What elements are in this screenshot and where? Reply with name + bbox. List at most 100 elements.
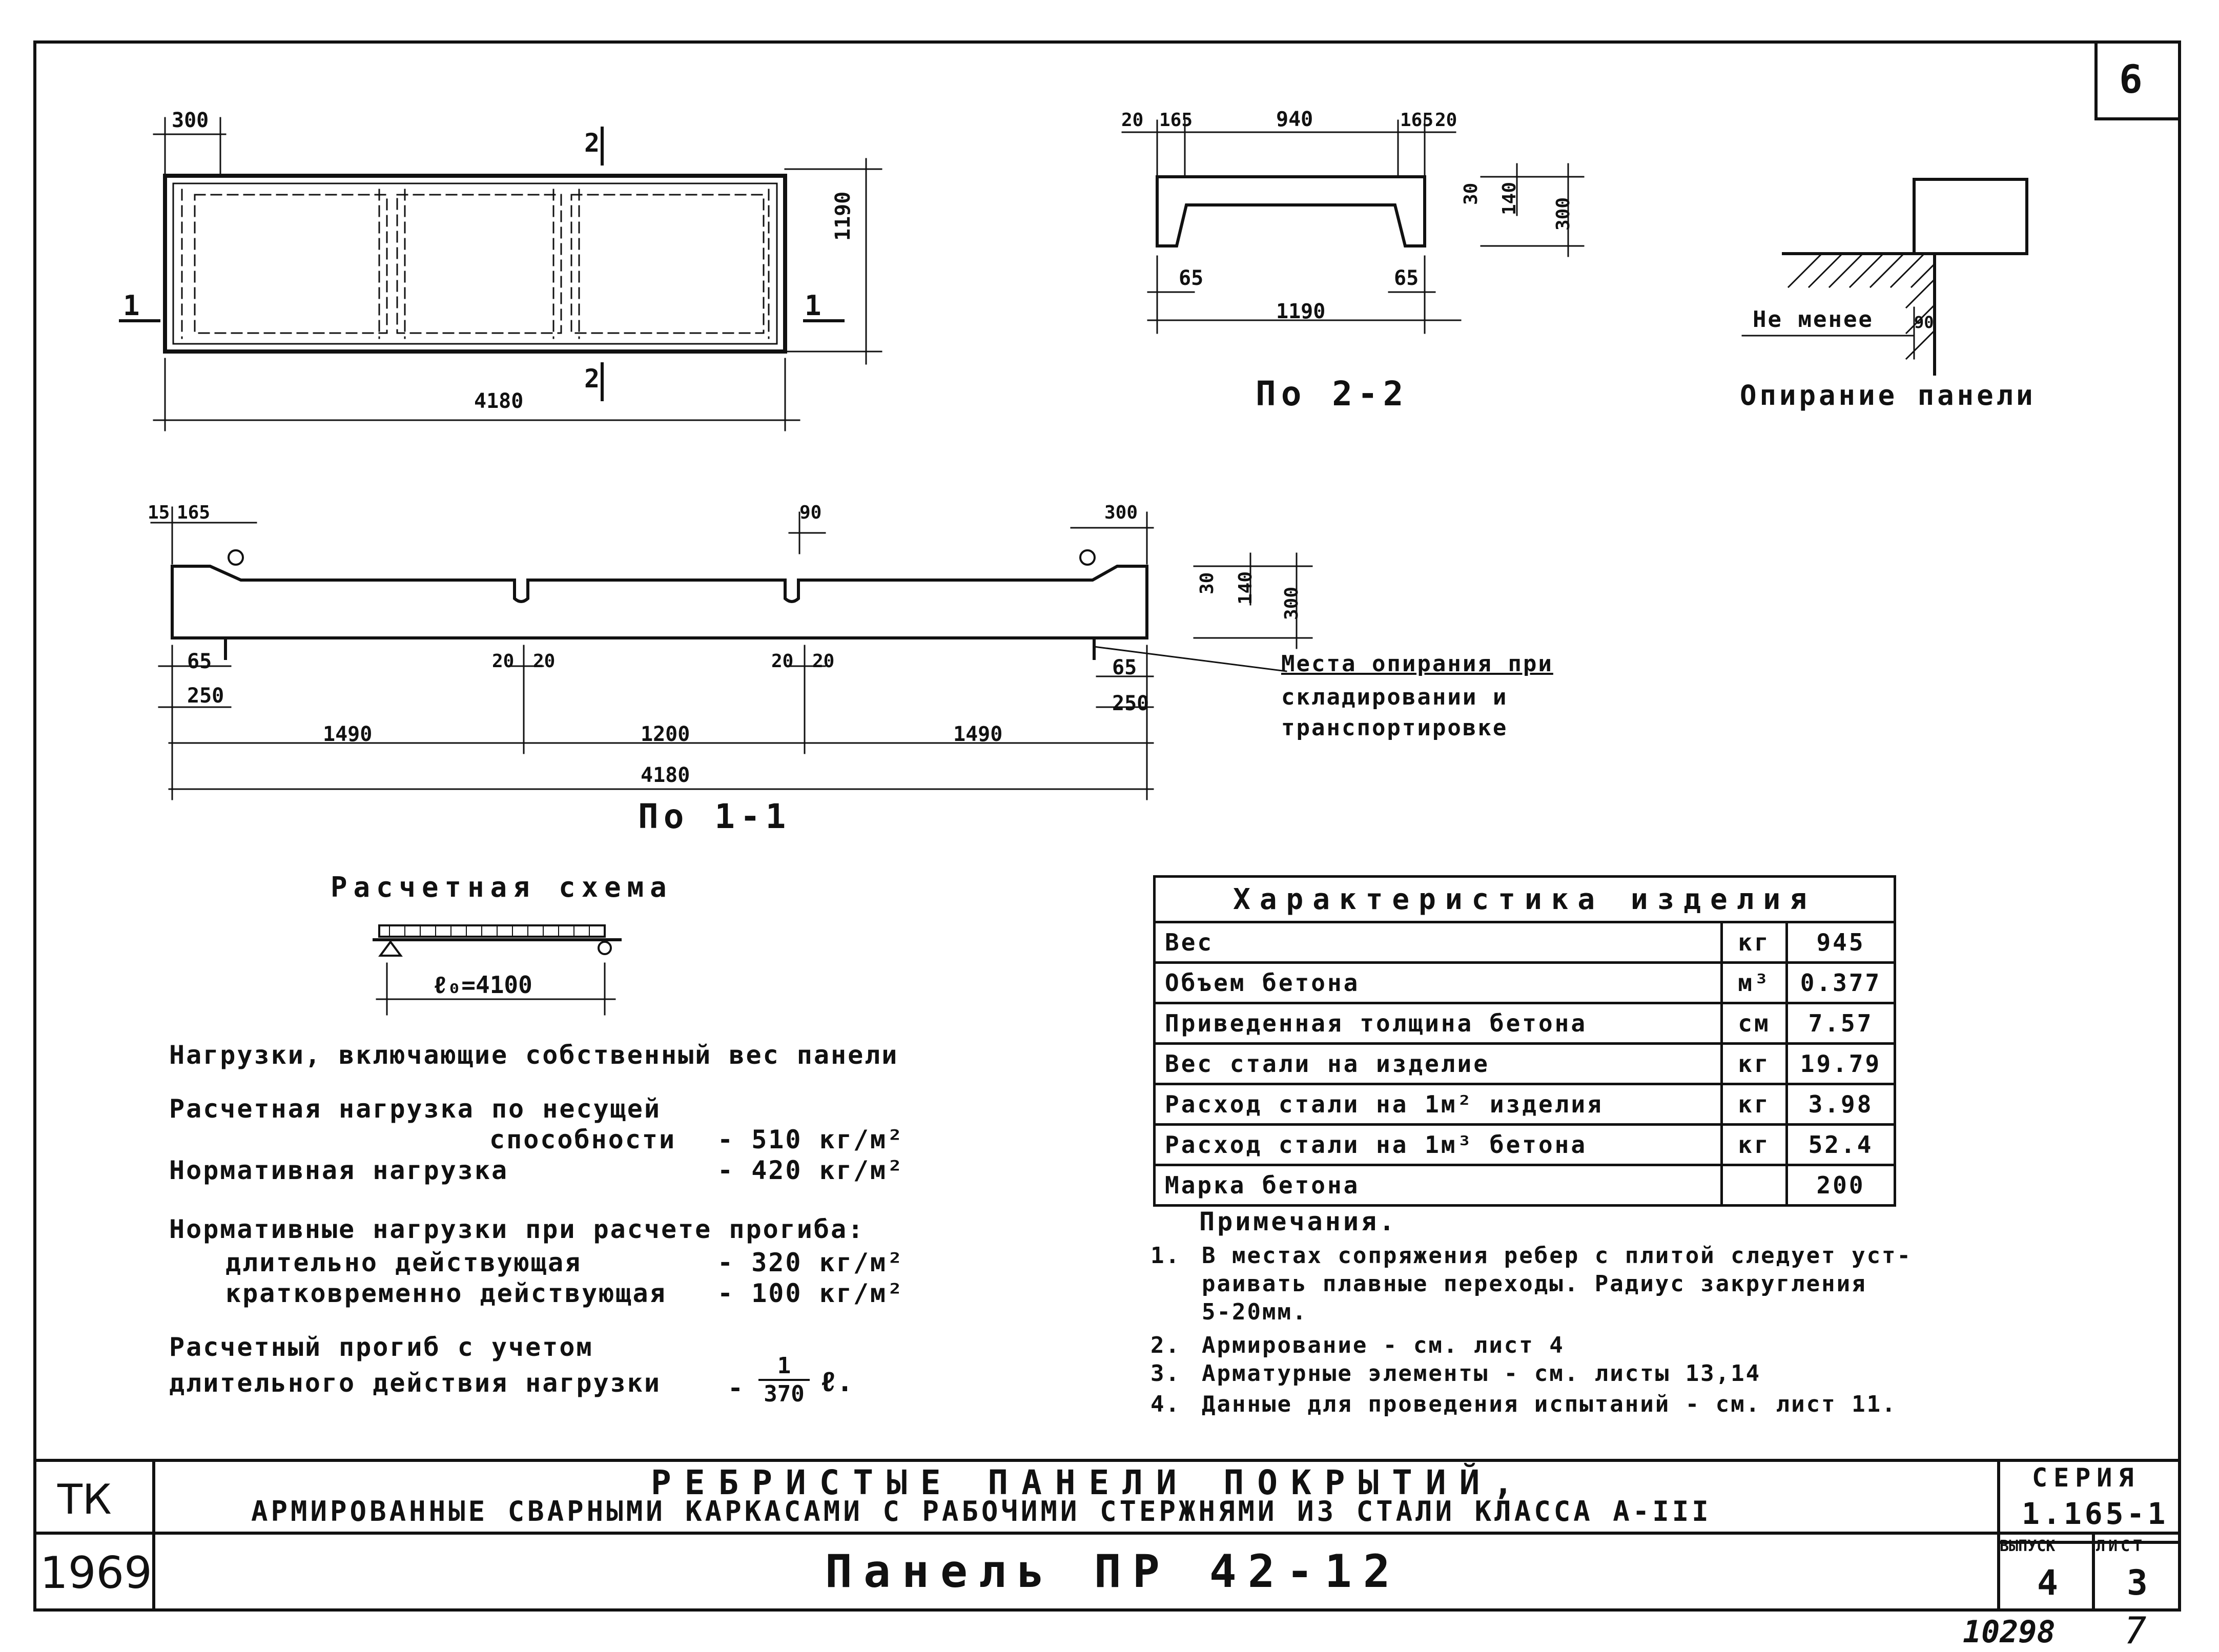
archive-number: 10298: [1963, 1614, 2056, 1650]
s22-caption: По 2-2: [1256, 374, 1409, 414]
section-1-1: [150, 506, 1313, 800]
page-number: 7: [2124, 1609, 2147, 1652]
s11-rib1-left: 20: [492, 651, 515, 672]
org-code: ТК: [57, 1476, 112, 1523]
plan-section-mark-right: 1: [805, 290, 821, 322]
loads-heading: Нагрузки, включающие собственный вес пан…: [169, 1040, 899, 1070]
s11-height-2: 140: [1235, 571, 1256, 605]
row-value: 19.79: [1785, 1042, 1896, 1085]
row-name: Вес: [1153, 921, 1723, 964]
table-row: Марка бетона 200: [1153, 1164, 1896, 1207]
row-unit: кг: [1720, 1123, 1788, 1166]
issue-label: ВЫПУСК: [2000, 1537, 2056, 1555]
s22-dim-2: 165: [1159, 110, 1193, 131]
note-4: Данные для проведения испытаний - см. ли…: [1202, 1391, 1897, 1417]
s11-dim-15: 15: [148, 502, 170, 523]
row-name: Вес стали на изделие: [1153, 1042, 1723, 1085]
s11-height-1: 30: [1197, 572, 1218, 594]
plan-section-mark-top: 2: [584, 128, 600, 158]
note-2: Армирование - см. лист 4: [1202, 1332, 1565, 1358]
loads-defl-line2: длительного действия нагрузки: [169, 1368, 661, 1398]
plan-dim-top: 300: [172, 109, 209, 132]
s22-height-3: 300: [1553, 197, 1574, 231]
s22-dim-5: 20: [1435, 110, 1457, 131]
support-caption: Опирание панели: [1740, 379, 2036, 411]
note-3: Арматурные элементы - см. листы 13,14: [1202, 1360, 1761, 1387]
panel-name: Панель ПР 42-12: [825, 1545, 1402, 1598]
s11-rib2-left: 20: [771, 651, 794, 672]
year: 1969: [40, 1547, 152, 1599]
s11-dim-90: 90: [799, 502, 822, 523]
row-name: Расход стали на 1м³ бетона: [1153, 1123, 1723, 1166]
loads-norm-value: - 420 кг/м²: [717, 1155, 905, 1185]
loads-defl-den: 370: [764, 1381, 805, 1407]
row-value: 200: [1785, 1164, 1896, 1207]
support-dim: 90: [1914, 313, 1934, 332]
title-line-1: РЕБРИСТЫЕ ПАНЕЛИ ПОКРЫТИЙ,: [651, 1463, 1527, 1502]
note-3-num: 3.: [1150, 1360, 1181, 1387]
s11-left-250: 250: [187, 684, 224, 708]
plan-section-mark-left: 1: [123, 290, 140, 322]
sheet-number: 6: [2119, 56, 2143, 102]
loads-defl-tail: ℓ.: [820, 1366, 853, 1398]
characteristics-title: Характеристика изделия: [1153, 875, 1896, 923]
s11-dim-300: 300: [1104, 502, 1138, 523]
s22-height-1: 30: [1461, 182, 1482, 205]
row-value: 3.98: [1785, 1083, 1896, 1126]
scheme-span-label: ℓ₀=4100: [433, 971, 532, 999]
series-value: 1.165-1: [2022, 1496, 2169, 1531]
s22-bottom-dim-right: 65: [1394, 266, 1419, 290]
note-2-num: 2.: [1150, 1332, 1181, 1358]
s11-note-line3: транспортировке: [1281, 715, 1508, 741]
section-2-2: [1121, 119, 1585, 334]
s11-span-2: 1200: [641, 722, 690, 746]
s11-total: 4180: [641, 763, 690, 787]
plan-section-mark-bottom: 2: [584, 364, 600, 394]
loads-calc-value: - 510 кг/м²: [717, 1125, 905, 1154]
s11-dim-165: 165: [177, 502, 211, 523]
s11-right-250: 250: [1112, 692, 1149, 715]
series-label: СЕРИЯ: [2032, 1463, 2140, 1493]
loads-calc-line2: способности: [489, 1125, 676, 1154]
s11-left-65: 65: [187, 650, 212, 673]
row-name: Расход стали на 1м² изделия: [1153, 1083, 1723, 1126]
note-1-line3: 5-20мм.: [1202, 1299, 1308, 1325]
note-4-num: 4.: [1150, 1391, 1181, 1417]
row-value: 945: [1785, 921, 1896, 964]
sheet-number-box: [2094, 40, 2181, 120]
s22-bottom-dim-left: 65: [1179, 266, 1204, 290]
list-label: ЛИСТ: [2096, 1537, 2146, 1555]
loads-long-value: - 320 кг/м²: [717, 1248, 905, 1277]
scheme-title: Расчетная схема: [331, 871, 673, 903]
s11-note-line1: Места опирания при: [1281, 651, 1553, 677]
s22-width: 1190: [1276, 300, 1326, 323]
s11-rib1-right: 20: [533, 651, 556, 672]
row-unit: кг: [1720, 921, 1788, 964]
loads-defl-heading: Нормативные нагрузки при расчете прогиба…: [169, 1214, 865, 1244]
note-1-line1: В местах сопряжения ребер с плитой следу…: [1202, 1243, 1913, 1269]
loads-defl-fraction: 1 370: [758, 1353, 810, 1407]
row-name: Марка бетона: [1153, 1164, 1723, 1207]
s11-height-3: 300: [1281, 586, 1302, 620]
loads-long-label: длительно действующая: [225, 1248, 582, 1277]
row-unit: кг: [1720, 1042, 1788, 1085]
plan-view: [119, 117, 882, 431]
row-name: Объем бетона: [1153, 961, 1723, 1004]
row-unit: см: [1720, 1002, 1788, 1045]
row-value: 0.377: [1785, 961, 1896, 1004]
row-name: Приведенная толщина бетона: [1153, 1002, 1723, 1045]
s22-dim-1: 20: [1121, 110, 1144, 131]
s11-caption: По 1-1: [638, 797, 791, 836]
s11-span-1: 1490: [323, 722, 373, 746]
note-1-num: 1.: [1150, 1243, 1181, 1269]
row-unit: м³: [1720, 961, 1788, 1004]
loads-short-value: - 100 кг/м²: [717, 1278, 905, 1308]
loads-defl-line1: Расчетный прогиб с учетом: [169, 1332, 593, 1362]
row-value: 52.4: [1785, 1123, 1896, 1166]
issue-value: 4: [2037, 1563, 2058, 1603]
